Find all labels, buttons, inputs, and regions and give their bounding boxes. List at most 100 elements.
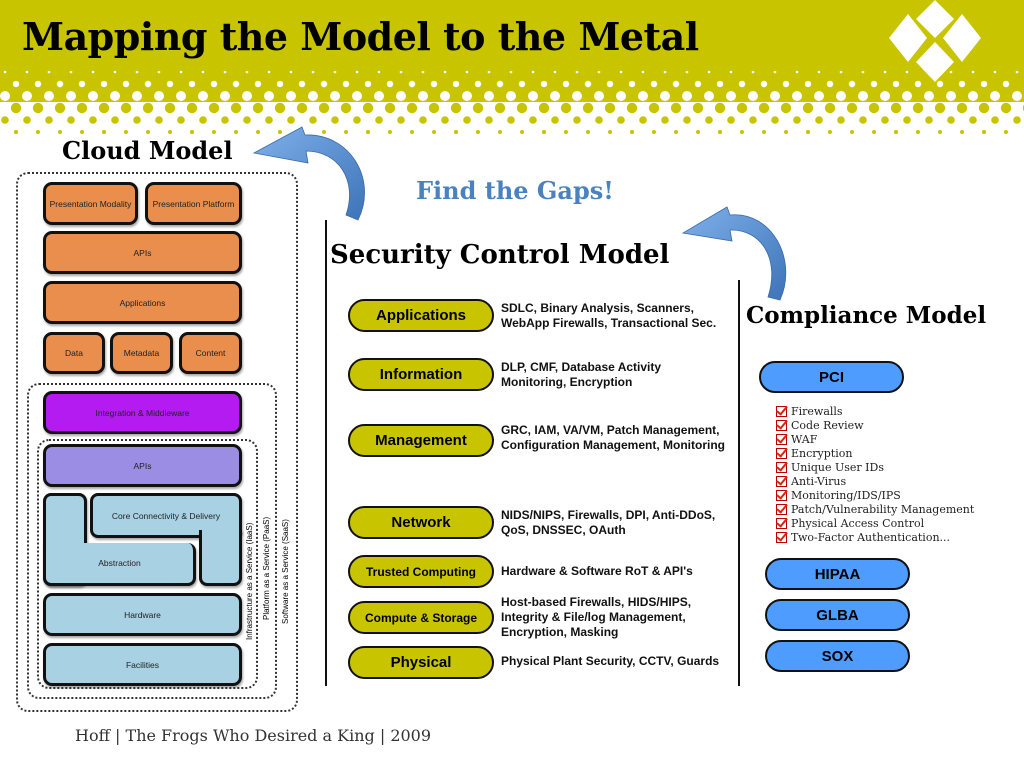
halftone-dot (670, 102, 682, 114)
saas-boundary (16, 172, 298, 712)
control-network: Network (348, 506, 494, 539)
halftone-dot (254, 80, 262, 88)
halftone-dot (1002, 80, 1010, 88)
halftone-dot (353, 116, 361, 124)
halftone-dot (760, 80, 768, 88)
halftone-dot (968, 91, 978, 101)
desc-line: QoS, DNSSEC, OAuth (501, 523, 626, 537)
halftone-dot (212, 130, 216, 134)
halftone-dot (23, 116, 31, 124)
halftone-dot (661, 116, 669, 124)
halftone-dot (716, 80, 724, 88)
halftone-dot (45, 116, 53, 124)
block-content: Content (179, 332, 242, 374)
halftone-dot (377, 70, 381, 74)
halftone-dot (419, 116, 427, 124)
halftone-dot (736, 102, 748, 114)
halftone-dot (1015, 70, 1019, 74)
halftone-dot (749, 116, 757, 124)
halftone-dot (388, 130, 392, 134)
checklist-label: Anti-Virus (791, 474, 847, 488)
halftone-dot (245, 70, 249, 74)
halftone-dot (956, 102, 968, 114)
halftone-dot (672, 80, 680, 88)
halftone-dot (476, 130, 480, 134)
abstraction-label: Abstraction (98, 558, 141, 568)
checklist-label: Unique User IDs (791, 460, 884, 474)
halftone-dot (242, 91, 252, 101)
checkbox-checked-icon (776, 419, 787, 431)
halftone-dot (650, 80, 658, 88)
desc-line: Configuration Management, Monitoring (501, 438, 725, 452)
halftone-dot (364, 80, 372, 88)
halftone-dot (408, 80, 416, 88)
halftone-dot (208, 102, 220, 114)
halftone-dot (44, 91, 54, 101)
halftone-dot (133, 116, 141, 124)
halftone-dot (154, 91, 164, 101)
checklist-label: Monitoring/IDS/IPS (791, 488, 901, 502)
halftone-dot (287, 116, 295, 124)
halftone-dot (958, 80, 966, 88)
halftone-dot (78, 80, 86, 88)
halftone-dot (628, 80, 636, 88)
halftone-dot (674, 130, 678, 134)
halftone-dot (806, 130, 810, 134)
halftone-dot (971, 70, 975, 74)
halftone-dot (848, 80, 856, 88)
halftone-dot (740, 130, 744, 134)
halftone-dot (352, 91, 362, 101)
desc-line: WebApp Firewalls, Transactional Sec. (501, 316, 717, 330)
halftone-dot (751, 70, 755, 74)
halftone-dot (135, 70, 139, 74)
halftone-dot (340, 102, 352, 114)
block-data: Data (43, 332, 105, 374)
halftone-dot (342, 80, 350, 88)
checkbox-checked-icon (776, 405, 787, 417)
halftone-dot (969, 116, 977, 124)
halftone-dot (553, 70, 557, 74)
halftone-dot (980, 80, 988, 88)
control-applications: Applications (348, 299, 494, 332)
halftone-dot (289, 70, 293, 74)
halftone-dot (729, 70, 733, 74)
control-information-desc: DLP, CMF, Database Activity Monitoring, … (501, 360, 661, 390)
halftone-dot (201, 70, 205, 74)
halftone-dot (872, 130, 876, 134)
control-information: Information (348, 358, 494, 391)
desc-line: Host-based Firewalls, HIDS/HIPS, (501, 595, 692, 609)
halftone-dot (815, 116, 823, 124)
halftone-dot (861, 70, 865, 74)
halftone-dot (881, 116, 889, 124)
halftone-dot (186, 102, 198, 114)
halftone-dot (892, 80, 900, 88)
halftone-dot (80, 130, 84, 134)
halftone-dot (234, 130, 238, 134)
block-hardware: Hardware (43, 593, 242, 636)
halftone-dot (286, 91, 296, 101)
halftone-dot (309, 116, 317, 124)
halftone-dot (142, 102, 154, 114)
halftone-dot (506, 91, 516, 101)
halftone-dot (47, 70, 51, 74)
halftone-dot (188, 80, 196, 88)
halftone-dots (0, 70, 1024, 134)
halftone-dot (0, 91, 10, 101)
halftone-dot (648, 102, 660, 114)
halftone-dot (443, 70, 447, 74)
halftone-dot (100, 80, 108, 88)
halftone-dot (278, 130, 282, 134)
desc-line: Monitoring, Encryption (501, 375, 633, 389)
halftone-dot (3, 70, 7, 74)
checklist-item: Encryption (776, 446, 974, 460)
halftone-dot (331, 116, 339, 124)
halftone-dot (562, 80, 570, 88)
halftone-dot (738, 80, 746, 88)
desc-line: Integrity & File/log Management, (501, 610, 686, 624)
halftone-dot (1013, 116, 1021, 124)
halftone-dot (318, 102, 330, 114)
security-control-model-title: Security Control Model (330, 240, 670, 270)
block-facilities: Facilities (43, 643, 242, 686)
halftone-dot (430, 80, 438, 88)
halftone-dot (210, 80, 218, 88)
